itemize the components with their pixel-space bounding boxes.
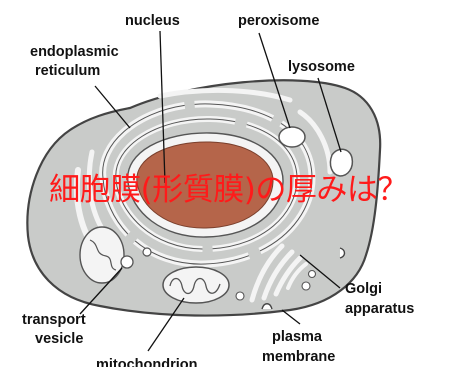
transport-vesicle-2 bbox=[143, 248, 151, 256]
label-transport-1: transport bbox=[22, 312, 86, 328]
label-nucleus: nucleus bbox=[125, 13, 180, 29]
label-plasma-1: plasma bbox=[272, 329, 323, 345]
transport-vesicle bbox=[121, 256, 133, 268]
peroxisome bbox=[279, 127, 305, 147]
golgi-vesicle-1 bbox=[302, 282, 310, 290]
golgi-vesicle-2 bbox=[309, 271, 316, 278]
label-endoplasmic-1: endoplasmic bbox=[30, 44, 119, 60]
label-transport-2: vesicle bbox=[35, 331, 83, 347]
label-lysosome: lysosome bbox=[288, 59, 355, 75]
label-mitochondrion: mitochondrion bbox=[96, 357, 198, 367]
leader-plasma bbox=[282, 310, 300, 324]
label-golgi-2: apparatus bbox=[345, 301, 414, 317]
label-peroxisome: peroxisome bbox=[238, 13, 319, 29]
golgi-vesicle-3 bbox=[236, 292, 244, 300]
label-golgi-1: Golgi bbox=[345, 281, 382, 297]
plasma-membrane-notch-2 bbox=[340, 248, 345, 258]
label-plasma-2: membrane bbox=[262, 349, 335, 365]
label-endoplasmic-2: reticulum bbox=[35, 63, 100, 79]
question-overlay-text: 細胞膜(形質膜)の厚みは？ bbox=[0, 170, 457, 210]
